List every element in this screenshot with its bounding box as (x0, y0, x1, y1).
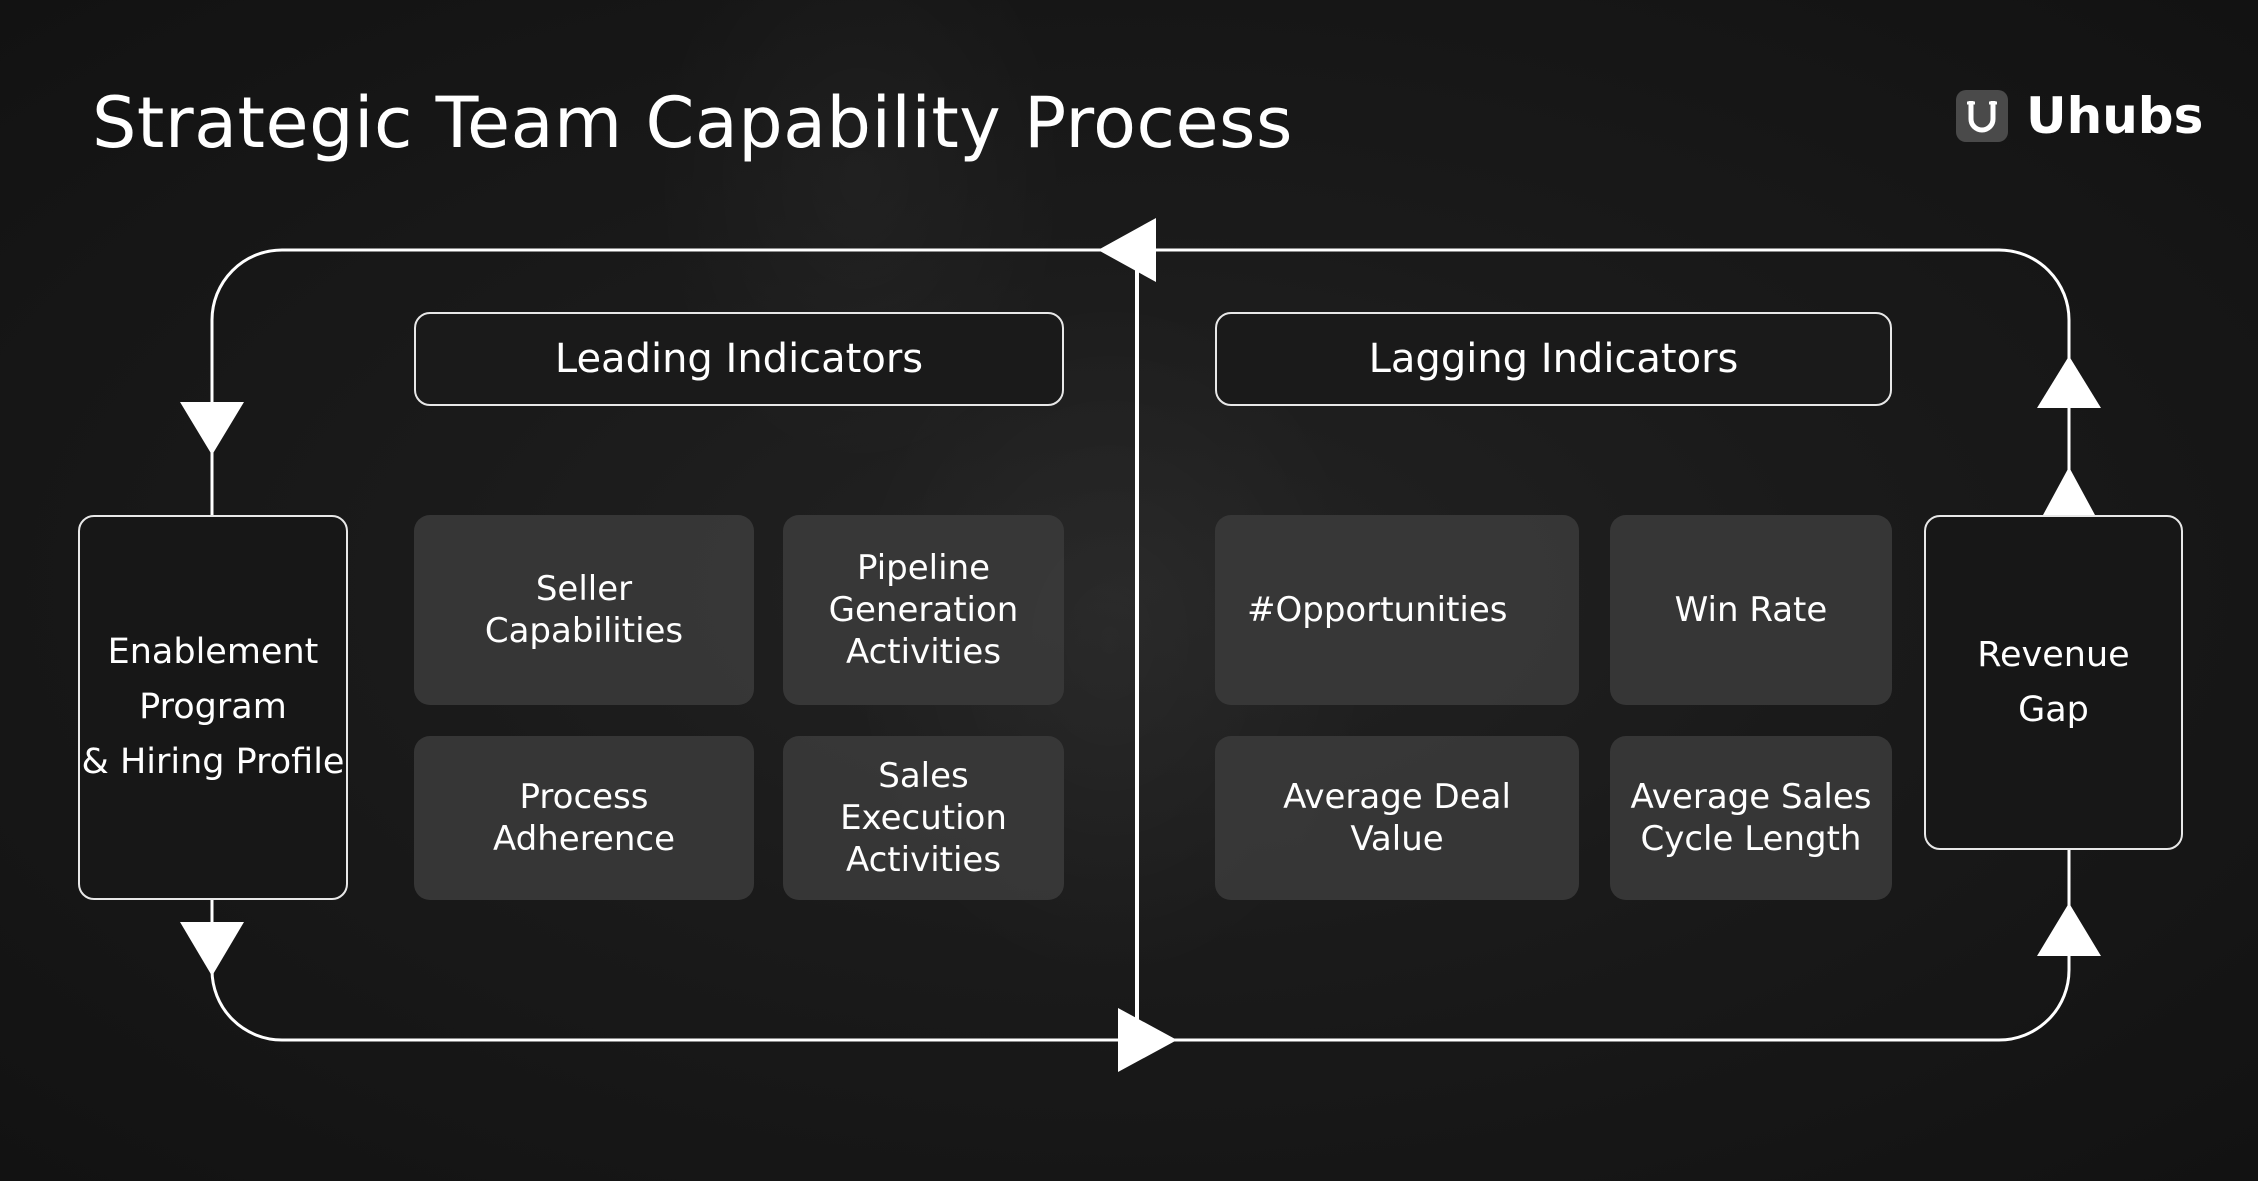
card-line: Activities (845, 632, 1002, 672)
card-line: Seller (535, 569, 633, 609)
box-line: Revenue (1977, 634, 2130, 675)
card-line: Capabilities (484, 611, 684, 651)
arrow-top-left (1098, 218, 1156, 282)
leading-indicators-header: Leading Indicators (414, 312, 1064, 406)
card-line: Average Deal (1283, 777, 1511, 817)
box-line: Program (139, 687, 287, 727)
card-seller-capabilities: Seller Capabilities (414, 515, 754, 705)
card-pipeline-generation: Pipeline Generation Activities (783, 515, 1064, 705)
brand-logo: Uhubs (1956, 87, 2204, 145)
card-line: Value (1350, 819, 1444, 859)
card-line: Win Rate (1674, 590, 1828, 630)
card-average-sales-cycle: Average Sales Cycle Length (1610, 736, 1892, 900)
lagging-indicators-header: Lagging Indicators (1215, 312, 1892, 406)
card-process-adherence: Process Adherence (414, 736, 754, 900)
card-line: Activities (845, 840, 1002, 880)
card-average-deal-value: Average Deal Value (1215, 736, 1579, 900)
revenue-gap-box: Revenue Gap (1924, 515, 2183, 850)
page-title: Strategic Team Capability Process (92, 82, 1293, 164)
card-line: #Opportunities (1247, 590, 1508, 630)
arrow-left-down-upper (180, 402, 244, 455)
card-line: Generation (828, 590, 1019, 630)
box-line: Gap (2018, 689, 2089, 730)
card-sales-execution: Sales Execution Activities (783, 736, 1064, 900)
box-line: & Hiring Profile (81, 742, 345, 782)
card-line: Cycle Length (1640, 819, 1862, 859)
box-line: Enablement (107, 632, 319, 672)
card-win-rate: Win Rate (1610, 515, 1892, 705)
arrow-right-up-upper (2037, 356, 2101, 408)
arrow-bottom-right (1118, 1008, 1177, 1072)
card-line: Pipeline (856, 548, 991, 588)
card-line: Average Sales (1630, 777, 1872, 817)
arrow-right-up-mid (2043, 467, 2095, 515)
arrow-right-up-lower (2037, 903, 2101, 956)
card-opportunities: #Opportunities (1215, 515, 1579, 705)
card-line: Process (519, 777, 649, 817)
card-line: Adherence (492, 819, 676, 859)
card-line: Sales Execution (840, 756, 1007, 838)
arrow-left-down-lower (180, 922, 244, 976)
magnet-u-icon (1956, 90, 2008, 142)
enablement-program-box: Enablement Program & Hiring Profile (78, 515, 348, 900)
brand-name: Uhubs (2026, 87, 2204, 145)
